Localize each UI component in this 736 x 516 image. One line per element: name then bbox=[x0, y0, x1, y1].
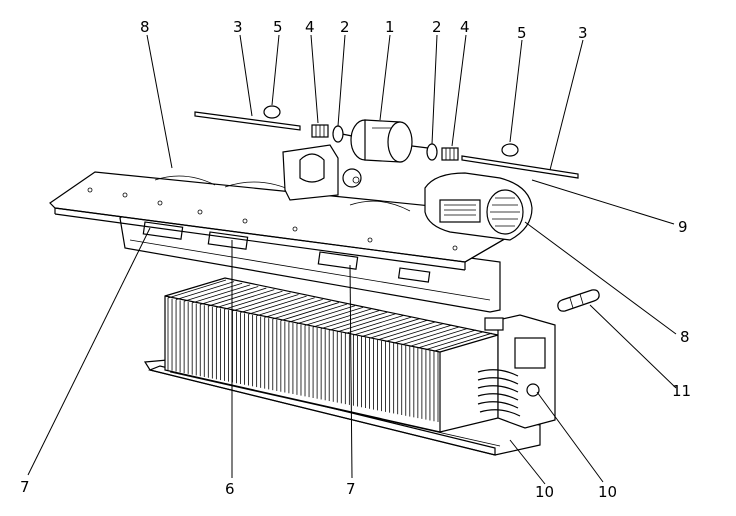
callout-1: 1 bbox=[385, 18, 395, 36]
coil-fin-top bbox=[417, 329, 476, 349]
coil-fin-top bbox=[353, 316, 412, 336]
coil-fin-top bbox=[232, 292, 291, 312]
coil-fitting bbox=[526, 383, 540, 397]
coil-fin-top bbox=[385, 323, 444, 342]
coil-fin-top bbox=[296, 305, 356, 325]
sensor-bulb bbox=[557, 289, 600, 312]
callout-5-left: 5 bbox=[273, 18, 283, 36]
coil-fin-top bbox=[208, 287, 267, 307]
leader-lines bbox=[27, 34, 677, 485]
coil-fin-top bbox=[248, 295, 307, 315]
motor-bracket bbox=[282, 144, 362, 201]
callout-3-right: 3 bbox=[578, 24, 588, 42]
housing-frame bbox=[119, 211, 501, 313]
callout-5-right: 5 bbox=[517, 24, 527, 42]
washer bbox=[332, 125, 344, 143]
callout-4-left: 4 bbox=[305, 18, 315, 36]
blower-outlet bbox=[439, 199, 481, 223]
coil-fin-top bbox=[433, 332, 493, 352]
spring-right bbox=[441, 147, 459, 161]
coil-fin-top bbox=[240, 294, 299, 313]
coil-fin-top bbox=[288, 303, 348, 323]
callout-6-left: 6 bbox=[225, 480, 235, 498]
shaft-hardware bbox=[311, 124, 459, 161]
washer bbox=[426, 143, 438, 161]
callout-11: 11 bbox=[672, 382, 691, 400]
coil-bracket bbox=[484, 317, 504, 331]
bracket-clip bbox=[342, 168, 362, 188]
coil-fin-top bbox=[345, 315, 404, 334]
mounting-slot bbox=[397, 267, 431, 283]
blower-wheel-blades bbox=[490, 197, 520, 227]
coil-fin-top bbox=[312, 308, 372, 328]
bracket-plate bbox=[282, 144, 339, 201]
callout-7-left: 7 bbox=[20, 478, 30, 496]
coil-fin-top bbox=[167, 279, 227, 299]
callout-8-right: 9 bbox=[678, 218, 688, 236]
callout-3-left: 3 bbox=[233, 18, 243, 36]
coil-assembly bbox=[143, 277, 556, 456]
callout-2-right: 2 bbox=[432, 18, 442, 36]
coil-fin-top bbox=[192, 284, 251, 304]
callout-7-right: 8 bbox=[680, 328, 690, 346]
coil-fin-top bbox=[337, 313, 396, 333]
spring-left bbox=[311, 124, 329, 138]
coil-fin-top bbox=[393, 324, 452, 344]
motor-shaft bbox=[411, 145, 429, 149]
mounting-slot bbox=[317, 251, 359, 270]
blower-motor bbox=[341, 119, 429, 163]
hub-left bbox=[263, 105, 281, 119]
motor-front-cap bbox=[387, 121, 413, 163]
sensor-body bbox=[557, 289, 600, 312]
callout-6-right: 7 bbox=[346, 480, 356, 498]
coil-fins bbox=[167, 279, 493, 422]
callout-labels: 8 3 5 4 2 1 2 4 5 3 9 8 11 10 10 7 6 7 bbox=[20, 18, 691, 501]
coil-fin-top bbox=[264, 298, 323, 318]
callout-8-top: 8 bbox=[140, 18, 150, 36]
mounting-slot bbox=[142, 221, 184, 240]
shaft-right bbox=[461, 155, 579, 179]
shaft-left bbox=[194, 111, 301, 131]
coil-fin-top bbox=[175, 281, 235, 300]
callout-10: 10 bbox=[535, 483, 554, 501]
callout-9: 10 bbox=[598, 483, 617, 501]
coil-fin-top bbox=[329, 311, 388, 331]
coil-fin-top bbox=[401, 326, 460, 346]
coil-fin-top bbox=[224, 290, 283, 310]
callout-4-right: 4 bbox=[460, 18, 470, 36]
callout-2-left: 2 bbox=[340, 18, 350, 36]
coil-fin-top bbox=[216, 289, 275, 309]
coil-return-bends bbox=[477, 369, 521, 417]
motor-shaft bbox=[341, 133, 353, 137]
coil-fin-top bbox=[256, 297, 315, 317]
drain-tray-lip bbox=[148, 365, 496, 456]
coil-fin-top bbox=[369, 319, 428, 339]
coil-fin-top bbox=[200, 286, 259, 305]
coil-header bbox=[514, 337, 546, 369]
coil-fin-top bbox=[425, 331, 485, 350]
hub-right bbox=[501, 143, 519, 157]
coil-fin-top bbox=[361, 318, 420, 338]
coil-fin-top bbox=[304, 307, 364, 326]
blower-housing bbox=[424, 172, 533, 241]
coil-fin-top bbox=[377, 321, 436, 341]
coil-fin-top bbox=[280, 302, 339, 321]
coil-fin-top bbox=[409, 327, 468, 347]
coil-fin-top bbox=[272, 300, 331, 320]
fan-shafts bbox=[194, 105, 579, 179]
